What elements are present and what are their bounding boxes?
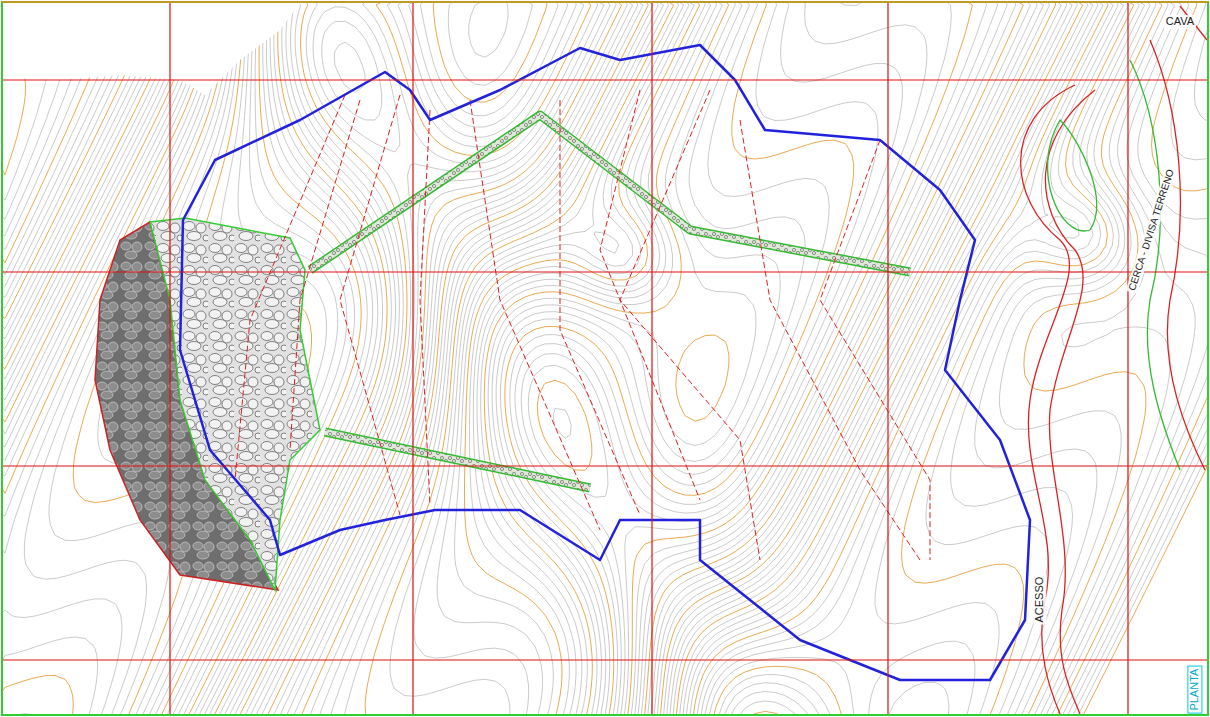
contour-line — [3, 3, 658, 714]
contour-line — [3, 3, 1207, 714]
contour-line — [3, 3, 1061, 714]
contour-line — [3, 3, 1207, 714]
contour-line — [3, 3, 1139, 714]
contour-line — [3, 3, 1207, 714]
contour-line — [3, 3, 1088, 714]
contour-line — [3, 3, 1037, 714]
contour-line — [3, 3, 669, 714]
contour-line — [3, 3, 1118, 714]
contour-line — [3, 3, 878, 714]
contour-line — [3, 3, 1030, 714]
contour-line — [3, 3, 780, 714]
contour-line — [3, 3, 1207, 714]
contour-line — [3, 3, 1129, 714]
contour-line — [3, 3, 1207, 714]
contour-line — [3, 3, 367, 714]
contour-line — [3, 3, 756, 714]
contour-line — [3, 3, 927, 714]
road-label: ACESSO — [1033, 575, 1046, 625]
contour-line — [3, 3, 1093, 714]
contour-line — [3, 3, 558, 714]
contour-line — [3, 3, 616, 714]
contour-line — [3, 3, 547, 714]
contour-line — [3, 3, 508, 714]
contour-line — [3, 3, 1207, 714]
contour-line — [3, 3, 643, 714]
sheet-title: PLANTA — [1187, 666, 1202, 714]
contour-line — [3, 3, 689, 714]
contour-line — [3, 3, 700, 714]
contour-line — [3, 3, 1145, 714]
contour-line — [3, 3, 1156, 714]
contour-line — [3, 3, 694, 714]
contour-line — [3, 3, 1016, 714]
contour-line — [3, 3, 1077, 714]
contour-line — [3, 3, 1150, 714]
contour-line — [3, 3, 829, 714]
contour-line — [3, 3, 598, 714]
contour-line — [3, 3, 1007, 714]
contour-line — [3, 3, 576, 714]
contour-line — [3, 3, 722, 714]
contour-line — [3, 3, 1050, 714]
contour-line — [3, 3, 716, 714]
contour-line — [3, 3, 1123, 714]
contour-line — [3, 3, 1195, 714]
contour-line — [3, 3, 347, 714]
contour-line — [3, 3, 679, 714]
contour-line — [3, 3, 1072, 714]
contour-line — [3, 3, 998, 714]
contour-line — [3, 3, 1170, 714]
contour-line — [3, 3, 627, 714]
contour-line — [3, 3, 355, 714]
contour-line — [3, 3, 805, 714]
contour-line — [3, 3, 1108, 714]
contour-line — [3, 3, 1113, 714]
contour-line — [3, 3, 1098, 714]
contour-line — [3, 3, 1103, 714]
contour-line — [3, 3, 684, 714]
contour-line — [3, 3, 591, 714]
contour-line — [3, 3, 1162, 714]
contour-line — [3, 3, 327, 714]
contour-line — [3, 3, 622, 714]
contour-line — [3, 3, 674, 714]
contour-line — [3, 3, 338, 714]
contour-line — [3, 3, 854, 714]
contour-line — [3, 3, 711, 714]
contour-line — [3, 3, 1044, 714]
contour-line — [3, 3, 1067, 714]
contour-line — [3, 3, 604, 714]
contour-line — [3, 3, 1056, 714]
contour-line — [3, 3, 648, 714]
place-label: CAVA — [1164, 15, 1196, 28]
contour-line — [3, 3, 972, 714]
contour-line — [3, 3, 584, 714]
contour-line — [3, 3, 951, 714]
contour-line — [3, 3, 653, 714]
contour-line — [3, 3, 610, 714]
contour-line — [3, 3, 987, 714]
contour-line — [3, 3, 664, 714]
contour-line — [3, 3, 1023, 714]
contour-line — [3, 3, 568, 714]
fence-label: CERCA - DIVISA TERRENO — [1126, 166, 1178, 294]
contour-line — [3, 3, 1134, 714]
contour-line — [3, 3, 1207, 714]
contour-line — [3, 3, 1207, 714]
contour-line — [3, 3, 1083, 714]
contour-line — [3, 3, 729, 714]
contour-line — [3, 3, 705, 714]
